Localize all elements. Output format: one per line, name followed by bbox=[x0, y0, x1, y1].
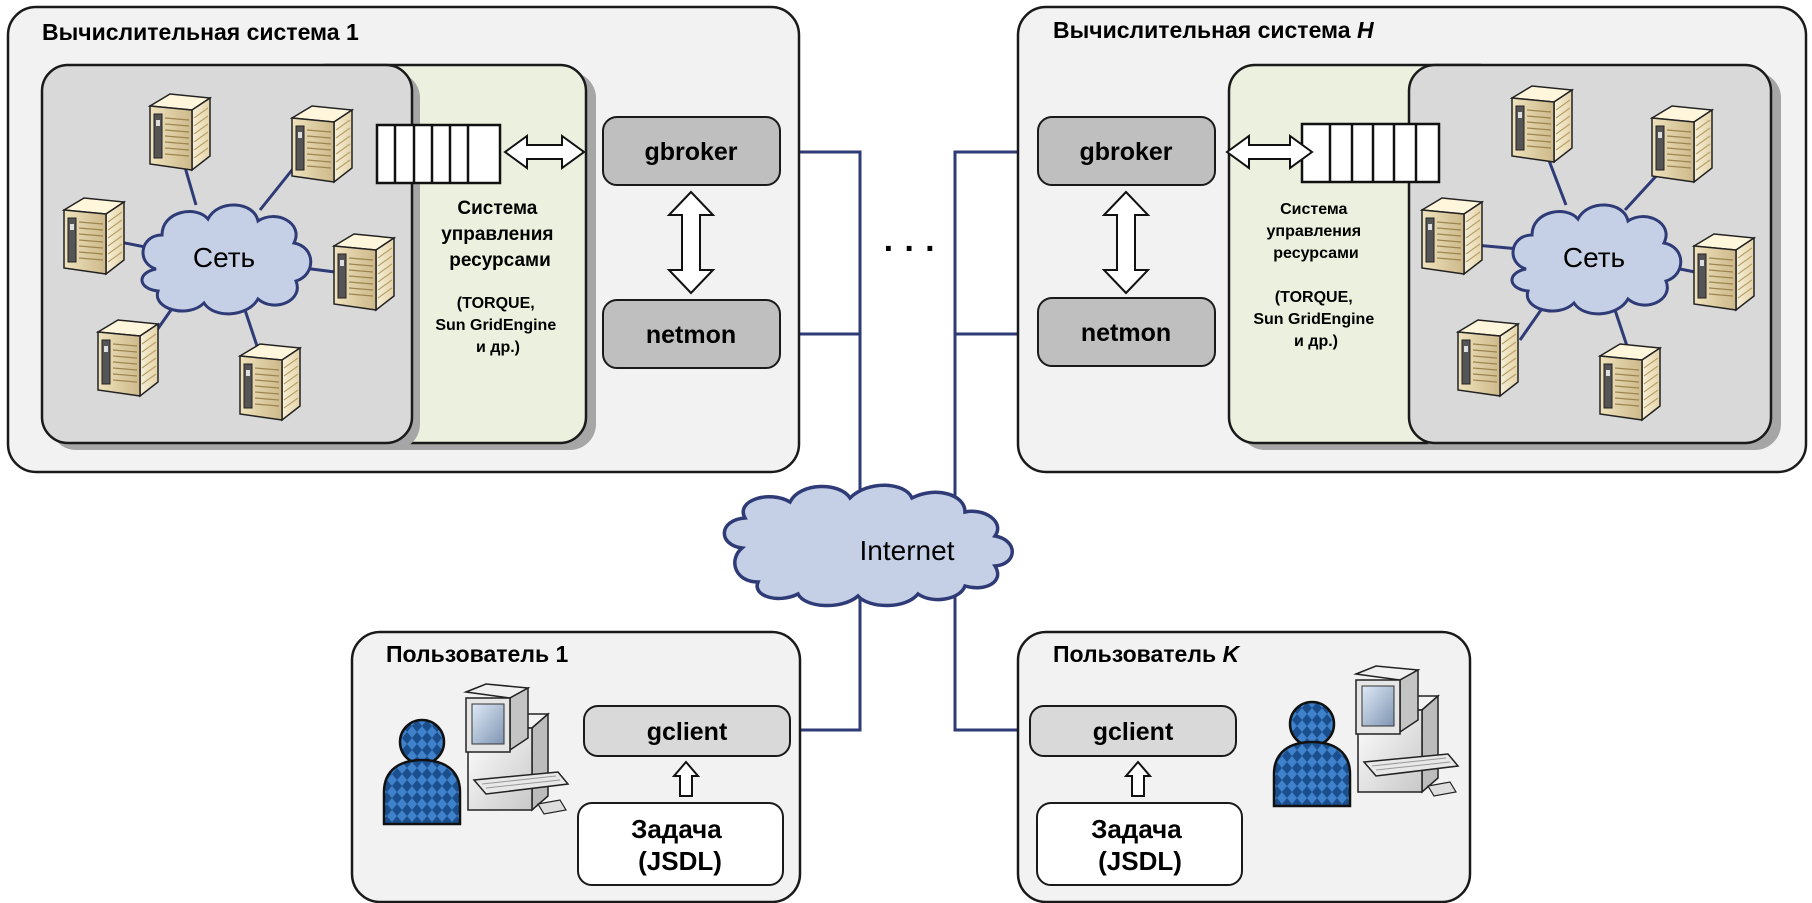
ellipsis: · · · bbox=[884, 230, 937, 268]
gbroker-label: gbroker bbox=[1079, 138, 1172, 166]
cluster-network-label: Сеть bbox=[193, 242, 255, 273]
cluster-network-label: Сеть bbox=[1563, 242, 1625, 273]
server-icon bbox=[149, 93, 211, 171]
system-1-title: Вычислительная система 1 bbox=[42, 19, 359, 45]
resource-manager-label: Система управления ресурсами bbox=[441, 198, 559, 271]
resource-manager-examples: (TORQUE, Sun GridEngine и др.) bbox=[435, 295, 560, 356]
task-box bbox=[577, 802, 784, 886]
gbroker-label: gbroker bbox=[644, 138, 737, 166]
bidirectional-arrow bbox=[666, 190, 716, 295]
job-queue bbox=[375, 123, 502, 185]
gbroker-node bbox=[602, 116, 781, 186]
gclient-node bbox=[1029, 705, 1237, 757]
server-icon bbox=[97, 319, 159, 397]
bidirectional-arrow bbox=[503, 134, 586, 170]
network-links bbox=[780, 150, 1038, 732]
task-label: Задача (JSDL) bbox=[631, 814, 729, 876]
bidirectional-arrow bbox=[1101, 190, 1151, 295]
resource-manager-examples: (TORQUE, Sun GridEngine и др.) bbox=[1253, 289, 1378, 350]
server-icon bbox=[63, 197, 125, 275]
system-h-title: Вычислительная система H bbox=[1053, 17, 1374, 43]
internet-label: Internet bbox=[860, 535, 955, 566]
task-label: Задача (JSDL) bbox=[1091, 814, 1189, 876]
compute-system-1: Вычислительная система 1 Сеть bbox=[6, 5, 801, 474]
server-icon bbox=[333, 233, 395, 311]
server-icon bbox=[291, 105, 353, 183]
server-icon bbox=[1511, 85, 1573, 163]
gbroker-node bbox=[1037, 116, 1216, 186]
gclient-label: gclient bbox=[647, 718, 728, 746]
task-box bbox=[1036, 802, 1243, 886]
bidirectional-arrow bbox=[1225, 134, 1314, 170]
job-queue bbox=[1300, 122, 1441, 184]
server-icon bbox=[1651, 105, 1713, 183]
server-icon bbox=[1457, 319, 1519, 397]
server-icon bbox=[1599, 343, 1661, 421]
compute-system-h: Вычислительная система H Сеть bbox=[1016, 5, 1808, 474]
user-k-title: Пользователь K bbox=[1053, 641, 1241, 667]
netmon-node bbox=[602, 299, 781, 369]
internet-cloud: Internet bbox=[722, 483, 1014, 608]
user-1-panel: Пользователь 1 gclient Задача (JSDL) bbox=[350, 630, 802, 903]
server-icon bbox=[1693, 233, 1755, 311]
up-arrow bbox=[671, 760, 701, 797]
gclient-node bbox=[583, 705, 791, 757]
netmon-node bbox=[1037, 297, 1216, 367]
user-k-panel: Пользователь K gclient Задача (JSDL) bbox=[1016, 630, 1472, 903]
server-icon bbox=[239, 343, 301, 421]
user-1-title: Пользователь 1 bbox=[386, 641, 569, 667]
server-icon bbox=[1421, 197, 1483, 275]
netmon-label: netmon bbox=[646, 321, 736, 349]
up-arrow bbox=[1123, 760, 1153, 797]
netmon-label: netmon bbox=[1081, 319, 1171, 347]
gclient-label: gclient bbox=[1093, 718, 1174, 746]
resource-manager-label: Система управления ресурсами bbox=[1267, 201, 1366, 262]
